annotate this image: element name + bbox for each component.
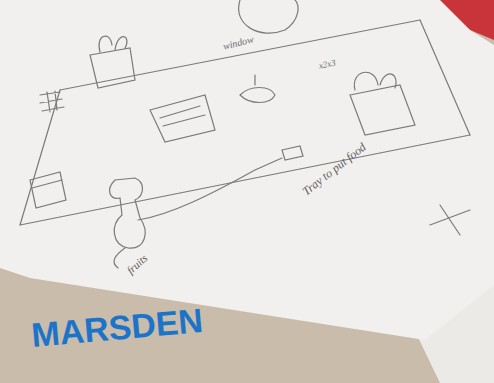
leader-line <box>138 158 282 220</box>
leader-line <box>114 248 125 268</box>
awning-sketch <box>150 95 215 142</box>
bird-figure <box>110 178 146 248</box>
flower-box <box>350 72 415 135</box>
lamp-sketch <box>240 75 275 103</box>
window-arch <box>239 0 298 33</box>
tray-sketch <box>282 146 303 160</box>
cross-mark <box>430 205 470 235</box>
sketch-line <box>420 20 470 135</box>
sketch-line <box>20 135 470 225</box>
plant-pot <box>90 36 135 88</box>
paper-sheet <box>0 0 494 340</box>
sketch-line <box>60 20 420 90</box>
grid-sketch <box>40 91 64 112</box>
stall-sketch <box>30 172 66 208</box>
pencil-sketch <box>20 0 470 268</box>
sketch-line <box>20 90 60 225</box>
